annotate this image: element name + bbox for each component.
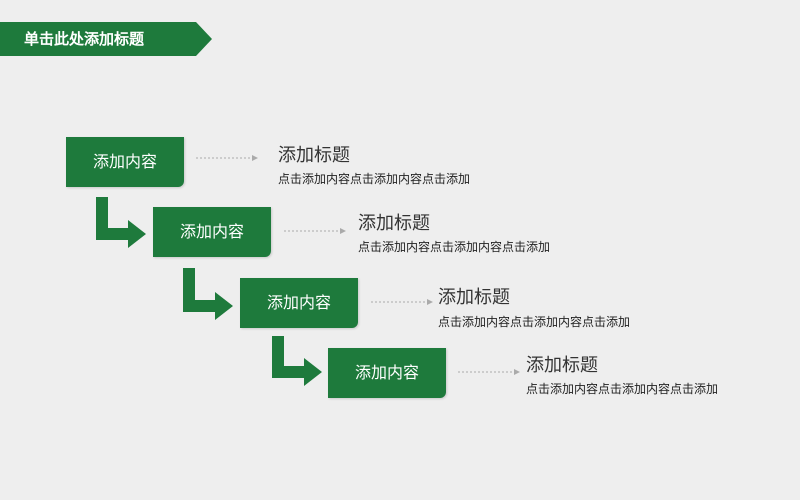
step-desc-3[interactable]: 点击添加内容点击添加内容点击添加 xyxy=(438,315,631,329)
step-title-3[interactable]: 添加标题 xyxy=(438,287,510,308)
step-box-label: 添加内容 xyxy=(92,152,157,171)
dotted-connector-2 xyxy=(284,228,346,234)
banner-title: 单击此处添加标题 xyxy=(24,30,145,48)
step-box-2[interactable]: 添加内容 xyxy=(153,207,271,257)
dotted-connector-3 xyxy=(371,299,433,305)
dotted-connector-4 xyxy=(458,369,520,375)
title-banner[interactable]: 单击此处添加标题 xyxy=(0,22,212,56)
step-title-1[interactable]: 添加标题 xyxy=(278,145,350,166)
step-box-3[interactable]: 添加内容 xyxy=(240,278,358,328)
step-desc-1[interactable]: 点击添加内容点击添加内容点击添加 xyxy=(278,172,471,186)
step-arrow-3 xyxy=(272,336,322,386)
step-title-2[interactable]: 添加标题 xyxy=(358,213,430,234)
step-arrow-1 xyxy=(96,197,146,248)
dotted-connector-1 xyxy=(196,155,258,161)
step-box-1[interactable]: 添加内容 xyxy=(66,137,184,187)
step-title-4[interactable]: 添加标题 xyxy=(526,355,598,376)
step-box-4[interactable]: 添加内容 xyxy=(328,348,446,398)
step-desc-4[interactable]: 点击添加内容点击添加内容点击添加 xyxy=(526,382,719,396)
step-box-label: 添加内容 xyxy=(179,222,244,241)
step-box-label: 添加内容 xyxy=(266,293,331,312)
step-desc-2[interactable]: 点击添加内容点击添加内容点击添加 xyxy=(358,240,551,254)
step-arrow-2 xyxy=(183,268,233,320)
step-box-label: 添加内容 xyxy=(354,363,419,382)
